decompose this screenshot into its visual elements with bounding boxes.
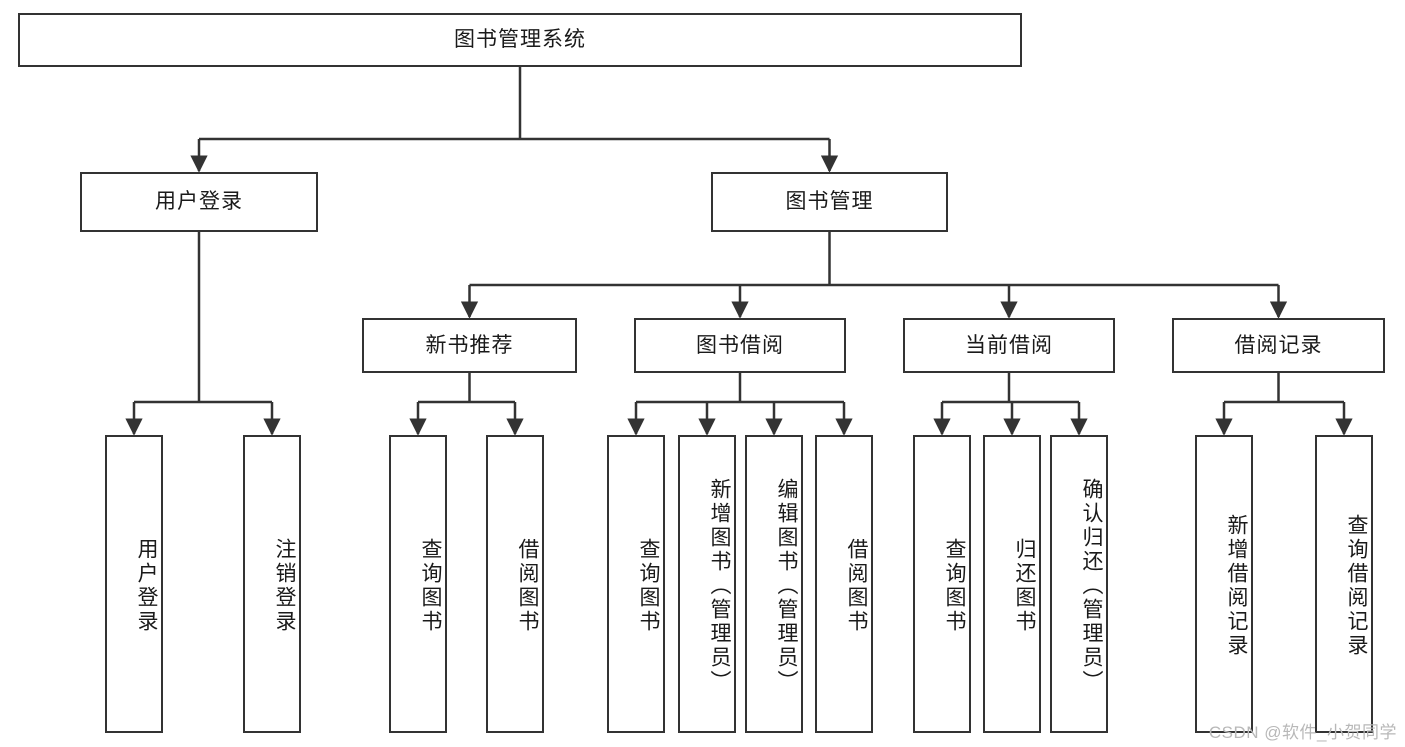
node-current[interactable]: 当前借阅 bbox=[903, 318, 1115, 373]
node-leaf-new-1[interactable]: 查询图书 bbox=[389, 435, 447, 733]
node-leaf-cur-2[interactable]: 归还图书 bbox=[983, 435, 1041, 733]
node-label: 图书管理 bbox=[785, 190, 874, 214]
node-bookmgmt[interactable]: 图书管理 bbox=[711, 172, 948, 232]
node-label: 借阅记录 bbox=[1234, 333, 1323, 357]
node-label: 注销登录 bbox=[273, 538, 296, 634]
node-leaf-borrow-2[interactable]: 新增图书（管理员） bbox=[678, 435, 736, 733]
node-records[interactable]: 借阅记录 bbox=[1172, 318, 1385, 373]
node-label: 查询图书 bbox=[419, 538, 442, 634]
node-login[interactable]: 用户登录 bbox=[80, 172, 318, 232]
node-label: 新增图书（管理员） bbox=[708, 478, 731, 694]
edge-layer bbox=[125, 67, 1353, 436]
node-leaf-new-2[interactable]: 借阅图书 bbox=[486, 435, 544, 733]
node-newbook[interactable]: 新书推荐 bbox=[362, 318, 577, 373]
node-label: 新书推荐 bbox=[425, 333, 514, 357]
node-leaf-cur-3[interactable]: 确认归还（管理员） bbox=[1050, 435, 1108, 733]
node-leaf-login-1[interactable]: 用户登录 bbox=[105, 435, 163, 733]
node-label: 编辑图书（管理员） bbox=[775, 478, 798, 694]
node-leaf-rec-2[interactable]: 查询借阅记录 bbox=[1315, 435, 1373, 733]
node-leaf-rec-1[interactable]: 新增借阅记录 bbox=[1195, 435, 1253, 733]
node-leaf-borrow-4[interactable]: 借阅图书 bbox=[815, 435, 873, 733]
node-leaf-borrow-3[interactable]: 编辑图书（管理员） bbox=[745, 435, 803, 733]
node-root[interactable]: 图书管理系统 bbox=[18, 13, 1022, 67]
node-label: 借阅图书 bbox=[845, 538, 868, 634]
node-label: 归还图书 bbox=[1013, 538, 1036, 634]
node-label: 用户登录 bbox=[135, 538, 158, 634]
node-label: 查询图书 bbox=[943, 538, 966, 634]
node-label: 查询借阅记录 bbox=[1345, 514, 1368, 658]
node-label: 新增借阅记录 bbox=[1225, 514, 1248, 658]
node-label: 确认归还（管理员） bbox=[1080, 478, 1103, 694]
node-label: 借阅图书 bbox=[516, 538, 539, 634]
node-label: 图书管理系统 bbox=[454, 28, 586, 52]
node-leaf-borrow-1[interactable]: 查询图书 bbox=[607, 435, 665, 733]
node-label: 图书借阅 bbox=[696, 333, 784, 357]
node-leaf-login-2[interactable]: 注销登录 bbox=[243, 435, 301, 733]
node-leaf-cur-1[interactable]: 查询图书 bbox=[913, 435, 971, 733]
node-label: 查询图书 bbox=[637, 538, 660, 634]
node-borrow[interactable]: 图书借阅 bbox=[634, 318, 846, 373]
node-label: 用户登录 bbox=[155, 190, 243, 214]
node-label: 当前借阅 bbox=[965, 333, 1053, 357]
